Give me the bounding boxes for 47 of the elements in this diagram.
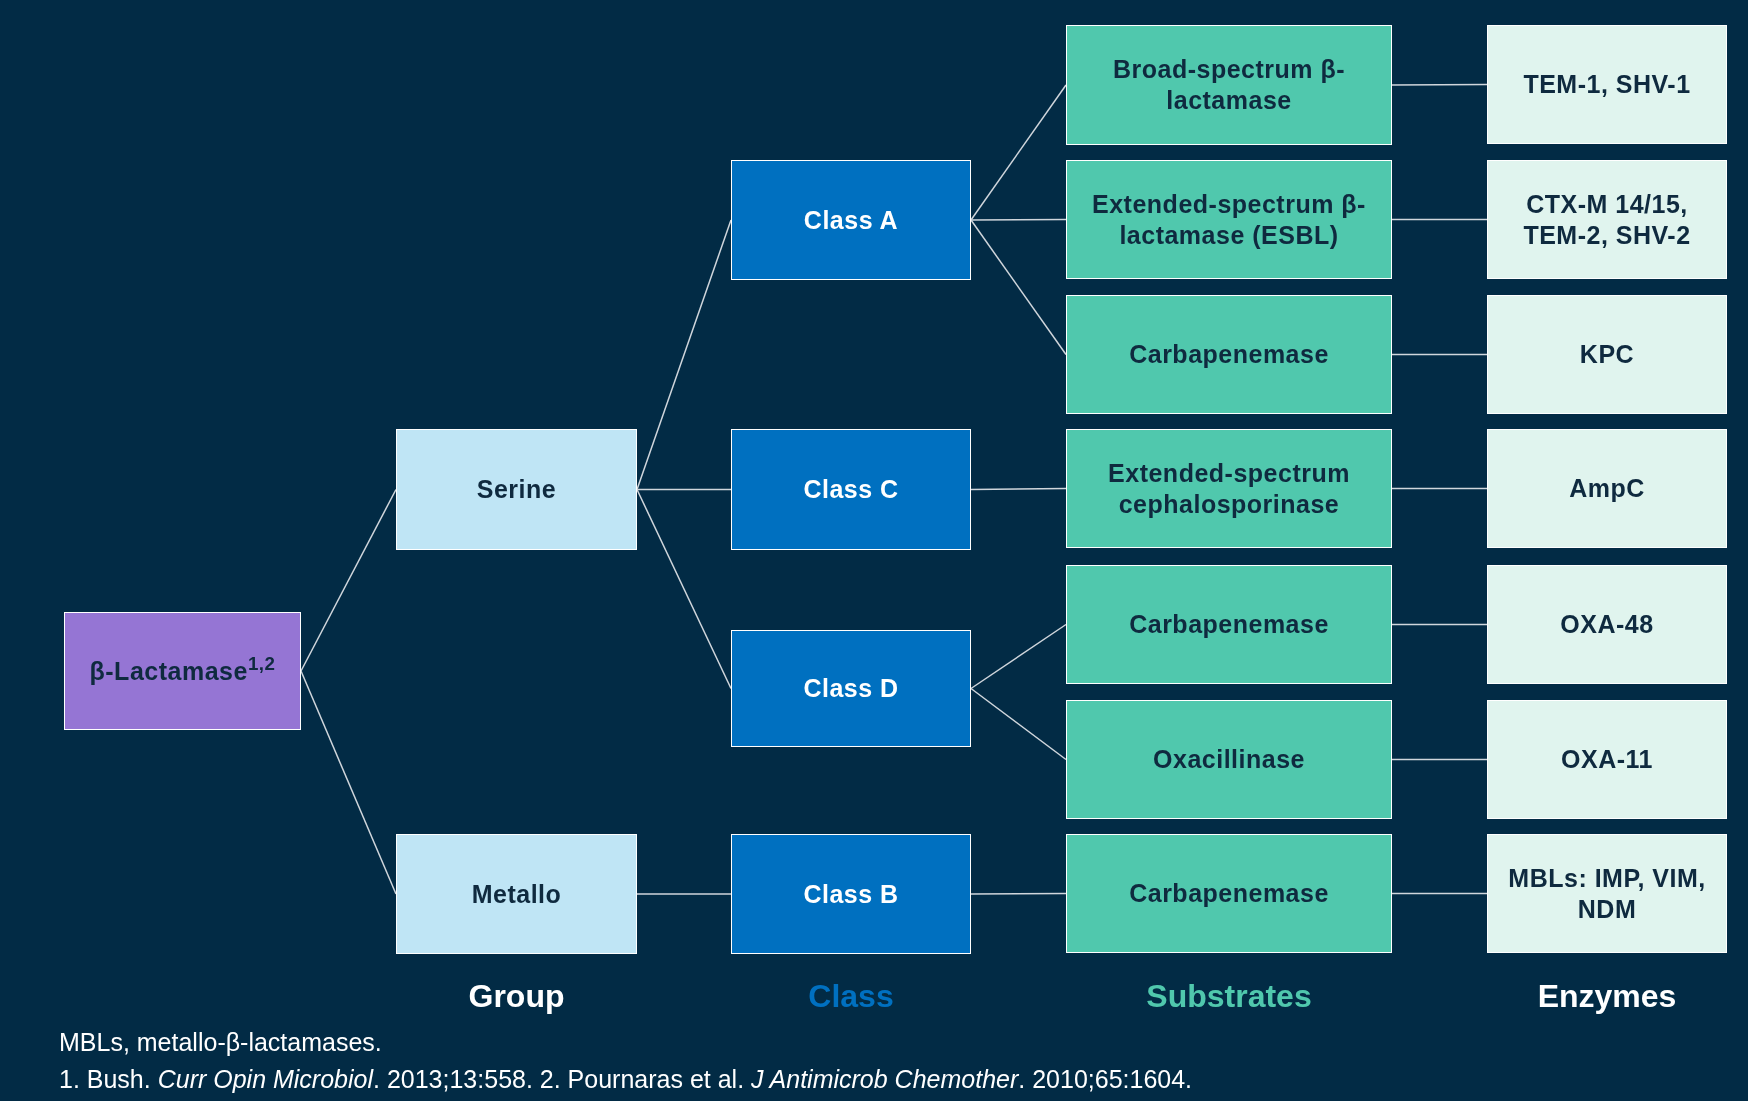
connector-line bbox=[970, 487, 1067, 491]
enzyme-box: OXA-11 bbox=[1487, 700, 1727, 819]
footnote: MBLs, metallo-β-lactamases. bbox=[59, 1027, 382, 1058]
group-box: Metallo bbox=[396, 834, 637, 954]
substrate-box: Carbapenemase bbox=[1066, 834, 1392, 953]
enzyme-box: CTX-M 14/15, TEM-2, SHV-2 bbox=[1487, 160, 1727, 279]
connector-line bbox=[300, 670, 397, 895]
substrate-box: Extended-spectrum cephalosporinase bbox=[1066, 429, 1392, 548]
enzyme-box: AmpC bbox=[1487, 429, 1727, 548]
connector-line bbox=[970, 892, 1067, 895]
connector-line bbox=[970, 219, 1067, 356]
group-box: Serine bbox=[396, 429, 637, 550]
substrate-box: Extended-spectrum β-lactamase (ESBL) bbox=[1066, 160, 1392, 279]
connector-line bbox=[300, 488, 397, 672]
connector-line bbox=[636, 893, 732, 895]
connector-line bbox=[970, 623, 1067, 690]
connector-line bbox=[1391, 83, 1488, 86]
connector-line bbox=[1391, 218, 1488, 221]
connector-line bbox=[1391, 487, 1488, 490]
connector-line bbox=[1391, 623, 1488, 626]
enzyme-box: MBLs: IMP, VIM, NDM bbox=[1487, 834, 1727, 953]
connector-line bbox=[1391, 892, 1488, 895]
enzyme-box: KPC bbox=[1487, 295, 1727, 414]
substrate-box: Carbapenemase bbox=[1066, 565, 1392, 684]
connector-line bbox=[1391, 353, 1488, 356]
connector-line bbox=[970, 687, 1067, 761]
connector-line bbox=[970, 84, 1067, 221]
column-heading: Group bbox=[467, 977, 566, 1016]
connector-line bbox=[636, 488, 732, 690]
enzyme-box: TEM-1, SHV-1 bbox=[1487, 25, 1727, 144]
connector-line bbox=[636, 488, 732, 491]
connector-line bbox=[1391, 758, 1488, 761]
substrate-box: Oxacillinase bbox=[1066, 700, 1392, 819]
substrate-box: Carbapenemase bbox=[1066, 295, 1392, 414]
enzyme-box: OXA-48 bbox=[1487, 565, 1727, 684]
class-box: Class D bbox=[731, 630, 971, 747]
root-box: β-Lactamase$^{1,2}$ bbox=[64, 612, 301, 730]
column-heading: Class bbox=[807, 977, 895, 1016]
class-box: Class A bbox=[731, 160, 971, 280]
connector-line bbox=[970, 218, 1067, 221]
connector-line bbox=[636, 219, 732, 491]
footnote: 1. Bush. Curr Opin Microbiol. 2013;13:558. 2. Pournaras et al. J Antimicrob Chemother. 2010;65:1604. bbox=[59, 1064, 1193, 1095]
class-box: Class B bbox=[731, 834, 971, 954]
column-heading: Substrates bbox=[1145, 977, 1313, 1016]
substrate-box: Broad-spectrum β-lactamase bbox=[1066, 25, 1392, 145]
column-heading: Enzymes bbox=[1536, 977, 1678, 1016]
class-box: Class C bbox=[731, 429, 971, 550]
